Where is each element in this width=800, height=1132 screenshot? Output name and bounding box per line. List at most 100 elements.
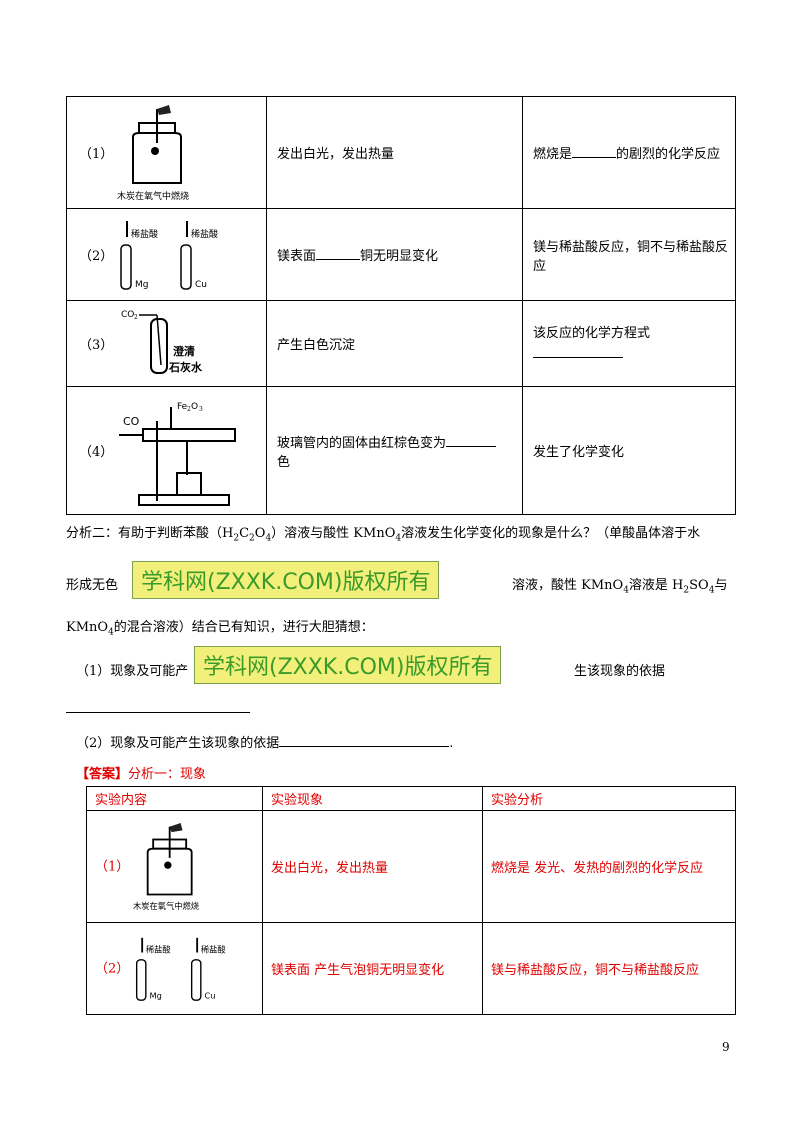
phenomenon-cell: 镁表面 铜无明显变化 bbox=[266, 208, 523, 301]
image-caption: 木炭在氧气中燃烧 bbox=[117, 190, 189, 202]
analysis2-line2-end: 溶液，酸性 KMnO4溶液是 H2SO4与 bbox=[512, 574, 727, 596]
text: 的混合溶液）结合已有知识，进行大胆猜想： bbox=[113, 620, 374, 635]
subscript: 2 bbox=[683, 585, 690, 596]
answer-table: 实验内容 实验现象 实验分析 （1） 木炭在氧气中燃烧 发出白光，发出热量 燃烧… bbox=[86, 786, 736, 1015]
magnesium-copper-hcl-image: 稀盐酸 Mg 稀盐酸 Cu bbox=[136, 937, 226, 1001]
answer-blank[interactable] bbox=[279, 746, 450, 747]
phenomenon-cell: 发出白光，发出热量 bbox=[262, 810, 483, 923]
row-content-cell: （3） CO 2 澄清 石灰水 bbox=[66, 300, 267, 387]
image-caption: 木炭在氧气中燃烧 bbox=[133, 901, 199, 911]
question-1: （1）现象及可能产 bbox=[76, 660, 188, 679]
text: 溶液发生化学变化的现象是什么？（单酸晶体溶于水 bbox=[401, 526, 701, 541]
phenomenon-cell: 玻璃管内的固体由红棕色变为色 bbox=[266, 386, 523, 515]
text: （2）现象及可能产生该现象的依据 bbox=[76, 736, 280, 751]
answer-blank[interactable] bbox=[446, 445, 497, 447]
metal-label: Cu bbox=[205, 990, 216, 1000]
subscript: 4 bbox=[108, 627, 114, 638]
subscript: 4 bbox=[395, 533, 402, 544]
analysis-text: 发生了化学变化 bbox=[533, 445, 625, 460]
phenomenon-text-a: 镁表面 bbox=[277, 249, 317, 264]
metal-label: Mg bbox=[150, 990, 162, 1000]
phenomenon-text-b: 铜无明显变化 bbox=[360, 249, 439, 264]
magnesium-copper-hcl-image: 稀盐酸 Mg 稀盐酸 Cu bbox=[120, 220, 218, 290]
analysis-text-a: 燃烧是 bbox=[533, 147, 573, 162]
analysis2-line1: 分析二：有助于判断苯酸（H2C2O4）溶液与酸性 KMnO4溶液发生化学变化的现… bbox=[66, 522, 700, 544]
experiment-table-1: （1） 木炭在氧气中燃烧 发出白光，发出热量 燃烧是 的剧烈的化学反应 （2） 稀… bbox=[66, 96, 736, 515]
subscript: 4 bbox=[265, 533, 272, 544]
acid-label: 稀盐酸 bbox=[146, 944, 171, 954]
answer-heading: 【答案】分析一：现象 bbox=[76, 763, 206, 782]
phenomenon-text: 产生白色沉淀 bbox=[277, 338, 356, 353]
answer-blank[interactable] bbox=[572, 157, 617, 158]
subscript: 3 bbox=[199, 406, 203, 413]
text: 形成无色 bbox=[66, 578, 119, 593]
phenomenon-text: 发出白光，发出热量 bbox=[277, 147, 395, 162]
text: （1）现象及可能产 bbox=[76, 664, 189, 679]
subscript: 2 bbox=[249, 533, 255, 544]
gas-label: CO bbox=[123, 415, 140, 428]
table-row: （2） 稀盐酸 Mg 稀盐酸 Cu 镁表面 铜无明显变化 镁与稀盐酸反应，铜不与稀… bbox=[66, 208, 736, 301]
acid-label: 稀盐酸 bbox=[191, 228, 218, 240]
table-row: （3） CO 2 澄清 石灰水 产生白色沉淀 该反应的化学方程式 bbox=[66, 300, 736, 387]
analysis-text-b: 的剧烈的化学反应 bbox=[616, 147, 721, 162]
text: . bbox=[449, 736, 454, 751]
phenomenon-cell: 产生白色沉淀 bbox=[266, 300, 523, 387]
row-content-cell: （1） 木炭在氧气中燃烧 bbox=[66, 96, 267, 209]
phenomenon-text-a: 玻璃管内的固体由红棕色变为 bbox=[277, 435, 447, 451]
question-1-end: 生该现象的依据 bbox=[574, 660, 665, 679]
row-number: （1） bbox=[79, 147, 114, 162]
answer-text: 分析一：现象 bbox=[128, 767, 207, 782]
row-content-cell: （1） 木炭在氧气中燃烧 bbox=[86, 810, 263, 923]
answer-blank[interactable] bbox=[316, 259, 361, 260]
header-cell: 实验分析 bbox=[482, 786, 736, 811]
subscript: 2 bbox=[134, 314, 138, 321]
analysis-cell: 镁与稀盐酸反应，铜不与稀盐酸反应 bbox=[482, 922, 736, 1015]
table-row: （1） 木炭在氧气中燃烧 发出白光，发出热量 燃烧是 的剧烈的化学反应 bbox=[66, 96, 736, 209]
answer-bracket: 【答案】 bbox=[76, 767, 129, 782]
row-number: （2） bbox=[79, 249, 114, 264]
phenomenon-cell: 镁表面 产生气泡铜无明显变化 bbox=[262, 922, 483, 1015]
subscript: 4 bbox=[623, 585, 629, 596]
co-reduce-fe2o3-image: CO Fe 2 O 3 bbox=[119, 402, 237, 506]
text: C bbox=[239, 526, 250, 541]
liquid-label: 澄清 bbox=[173, 344, 195, 358]
question-2: （2）现象及可能产生该现象的依据. bbox=[76, 732, 453, 751]
table-row: （2） 稀盐酸 Mg 稀盐酸 Cu 镁表面 产生气泡铜无明显变化 镁与稀盐酸反应… bbox=[86, 922, 736, 1015]
table-row: （4） CO Fe 2 O 3 玻璃管内的固体由红棕色变为色 发生了化学变化 bbox=[66, 386, 736, 515]
watermark: 学科网(ZXXK.COM)版权所有 bbox=[132, 561, 440, 599]
row-number: （2） bbox=[95, 961, 130, 976]
analysis-text: 该反应的化学方程式 bbox=[533, 326, 651, 341]
text: KMnO bbox=[66, 620, 109, 635]
subscript: 4 bbox=[708, 585, 715, 596]
text: 溶液是 H bbox=[628, 578, 684, 593]
text: SO bbox=[689, 578, 709, 593]
phenomenon-cell: 发出白光，发出热量 bbox=[266, 96, 523, 209]
text: 溶液，酸性 KMnO bbox=[512, 578, 624, 593]
text: 生该现象的依据 bbox=[574, 664, 666, 679]
analysis-cell: 该反应的化学方程式 bbox=[522, 300, 736, 387]
table-header-row: 实验内容 实验现象 实验分析 bbox=[86, 786, 736, 811]
subscript: 2 bbox=[233, 533, 240, 544]
answer-blank[interactable] bbox=[533, 341, 623, 358]
compound-label: O bbox=[191, 402, 198, 412]
acid-label: 稀盐酸 bbox=[201, 944, 226, 954]
row-number: （1） bbox=[95, 859, 130, 874]
analysis-cell: 发生了化学变化 bbox=[522, 386, 736, 515]
answer-line[interactable] bbox=[66, 712, 250, 713]
page-number: 9 bbox=[722, 1040, 730, 1054]
analysis2-line2: 形成无色 bbox=[66, 574, 118, 593]
gas-label: CO bbox=[121, 310, 134, 320]
header-cell: 实验现象 bbox=[262, 786, 483, 811]
analysis-cell: 镁与稀盐酸反应，铜不与稀盐酸反应 bbox=[522, 208, 736, 301]
acid-label: 稀盐酸 bbox=[131, 228, 158, 240]
analysis-cell: 燃烧是 的剧烈的化学反应 bbox=[522, 96, 736, 209]
co2-limewater-image: CO 2 澄清 石灰水 bbox=[121, 310, 203, 374]
row-content-cell: （2） 稀盐酸 Mg 稀盐酸 Cu bbox=[86, 922, 263, 1015]
row-content-cell: （2） 稀盐酸 Mg 稀盐酸 Cu bbox=[66, 208, 267, 301]
analysis-cell: 燃烧是 发光、发热的剧烈的化学反应 bbox=[482, 810, 736, 923]
watermark: 学科网(ZXXK.COM)版权所有 bbox=[194, 646, 502, 684]
phenomenon-text-b: 色 bbox=[277, 454, 291, 470]
text: 与 bbox=[714, 578, 728, 593]
text: O bbox=[254, 526, 266, 541]
charcoal-burning-in-oxygen-image: 木炭在氧气中燃烧 bbox=[117, 104, 189, 202]
